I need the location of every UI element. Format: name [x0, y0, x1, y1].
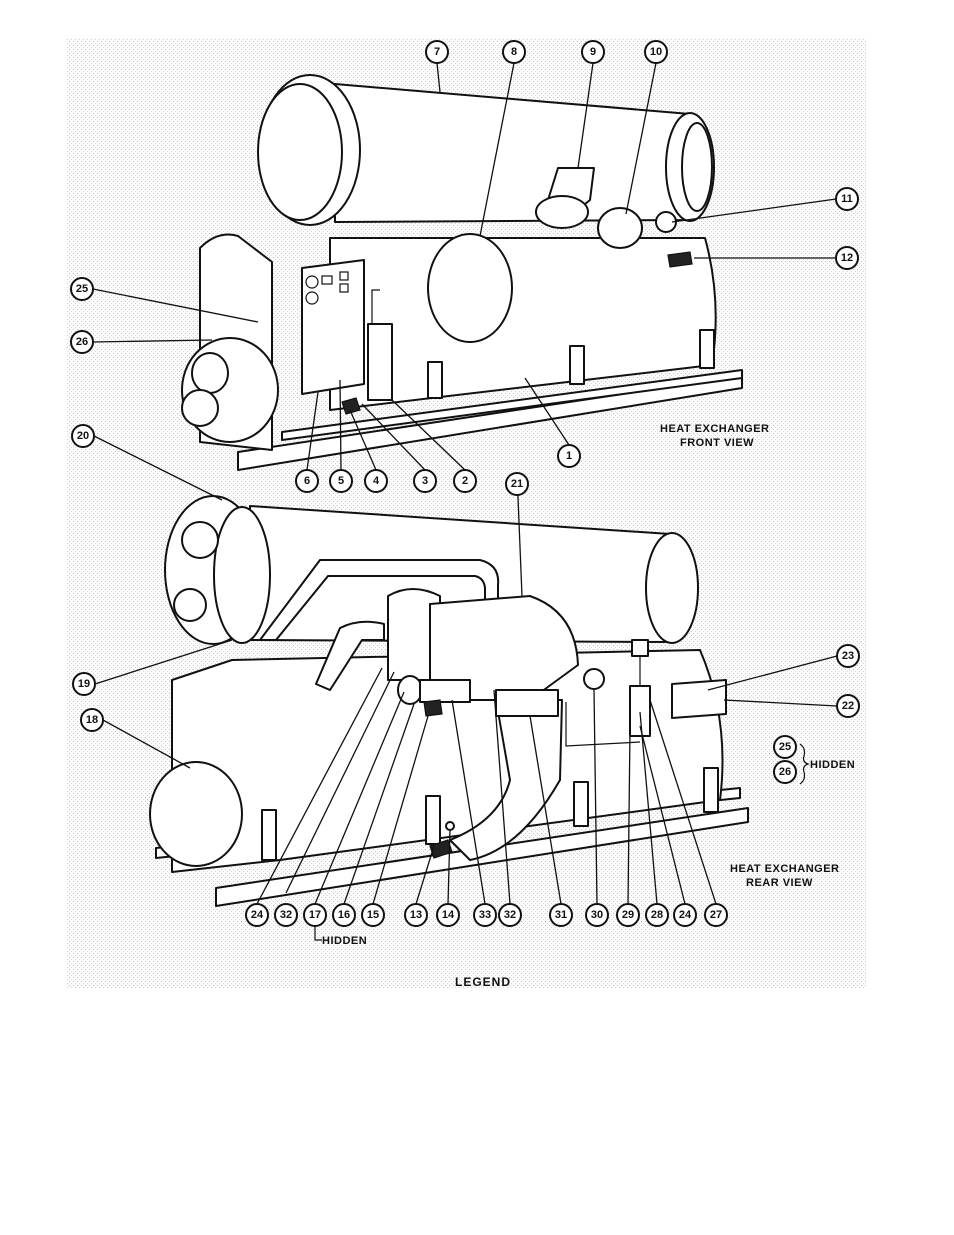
svg-text:32: 32 — [280, 909, 292, 921]
svg-text:14: 14 — [442, 909, 455, 921]
svg-text:12: 12 — [841, 252, 853, 264]
svg-text:8: 8 — [511, 46, 517, 58]
callout-32-left: 32 — [275, 904, 297, 926]
callout-2: 2 — [454, 470, 476, 492]
svg-text:2: 2 — [462, 475, 468, 487]
svg-text:17: 17 — [309, 909, 321, 921]
rear-view-caption-line1: HEAT EXCHANGER — [730, 863, 839, 875]
callout-14: 14 — [437, 904, 459, 926]
callout-11: 11 — [836, 188, 858, 210]
callout-9: 9 — [582, 41, 604, 63]
callout-19: 19 — [73, 673, 95, 695]
svg-text:1: 1 — [566, 450, 572, 462]
callout-6: 6 — [296, 470, 318, 492]
callout-30: 30 — [586, 904, 608, 926]
callout-23: 23 — [837, 645, 859, 667]
svg-text:25: 25 — [76, 283, 88, 295]
svg-text:11: 11 — [841, 193, 853, 205]
svg-text:21: 21 — [511, 478, 523, 490]
callout-31: 31 — [550, 904, 572, 926]
svg-text:10: 10 — [650, 46, 662, 58]
callout-10: 10 — [645, 41, 667, 63]
callout-28: 28 — [646, 904, 668, 926]
callout-24-left: 24 — [246, 904, 268, 926]
svg-text:5: 5 — [338, 475, 344, 487]
svg-text:13: 13 — [410, 909, 422, 921]
svg-text:33: 33 — [479, 909, 491, 921]
callout-21: 21 — [506, 473, 528, 495]
callout-12: 12 — [836, 247, 858, 269]
svg-text:30: 30 — [591, 909, 603, 921]
svg-text:31: 31 — [555, 909, 567, 921]
svg-text:28: 28 — [651, 909, 663, 921]
callout-18: 18 — [81, 709, 103, 731]
svg-text:26: 26 — [779, 766, 791, 778]
callout-8: 8 — [503, 41, 525, 63]
front-view-caption-line1: HEAT EXCHANGER — [660, 423, 769, 435]
callout-26-rear: 26 — [774, 761, 796, 783]
svg-text:15: 15 — [367, 909, 379, 921]
svg-text:18: 18 — [86, 714, 98, 726]
callout-4: 4 — [365, 470, 387, 492]
callout-27: 27 — [705, 904, 727, 926]
callout-26-front: 26 — [71, 331, 93, 353]
svg-text:25: 25 — [779, 741, 791, 753]
svg-text:16: 16 — [338, 909, 350, 921]
callout-3: 3 — [414, 470, 436, 492]
callout-24-right: 24 — [674, 904, 696, 926]
callout-22: 22 — [837, 695, 859, 717]
front-view-caption-line2: FRONT VIEW — [680, 437, 754, 449]
hidden-label-left: HIDDEN — [322, 935, 367, 947]
callout-20: 20 — [72, 425, 94, 447]
svg-text:29: 29 — [622, 909, 634, 921]
svg-text:23: 23 — [842, 650, 854, 662]
callout-1: 1 — [558, 445, 580, 467]
callout-25-rear: 25 — [774, 736, 796, 758]
svg-text:32: 32 — [504, 909, 516, 921]
legend-label: LEGEND — [455, 975, 511, 989]
svg-text:20: 20 — [77, 430, 89, 442]
svg-text:26: 26 — [76, 336, 88, 348]
callout-15: 15 — [362, 904, 384, 926]
hidden-label-right: HIDDEN — [810, 759, 855, 771]
svg-text:19: 19 — [78, 678, 90, 690]
svg-text:27: 27 — [710, 909, 722, 921]
svg-text:6: 6 — [304, 475, 310, 487]
callout-16: 16 — [333, 904, 355, 926]
callout-25-front: 25 — [71, 278, 93, 300]
rear-view-caption-line2: REAR VIEW — [746, 877, 813, 889]
svg-text:4: 4 — [373, 475, 380, 487]
callout-32-right: 32 — [499, 904, 521, 926]
callout-13: 13 — [405, 904, 427, 926]
svg-text:9: 9 — [590, 46, 596, 58]
callout-33: 33 — [474, 904, 496, 926]
callout-7: 7 — [426, 41, 448, 63]
callout-5: 5 — [330, 470, 352, 492]
callout-17: 17 — [304, 904, 326, 926]
svg-text:3: 3 — [422, 475, 428, 487]
svg-text:7: 7 — [434, 46, 440, 58]
svg-text:22: 22 — [842, 700, 854, 712]
svg-text:24: 24 — [251, 909, 264, 921]
svg-text:24: 24 — [679, 909, 692, 921]
callout-29: 29 — [617, 904, 639, 926]
